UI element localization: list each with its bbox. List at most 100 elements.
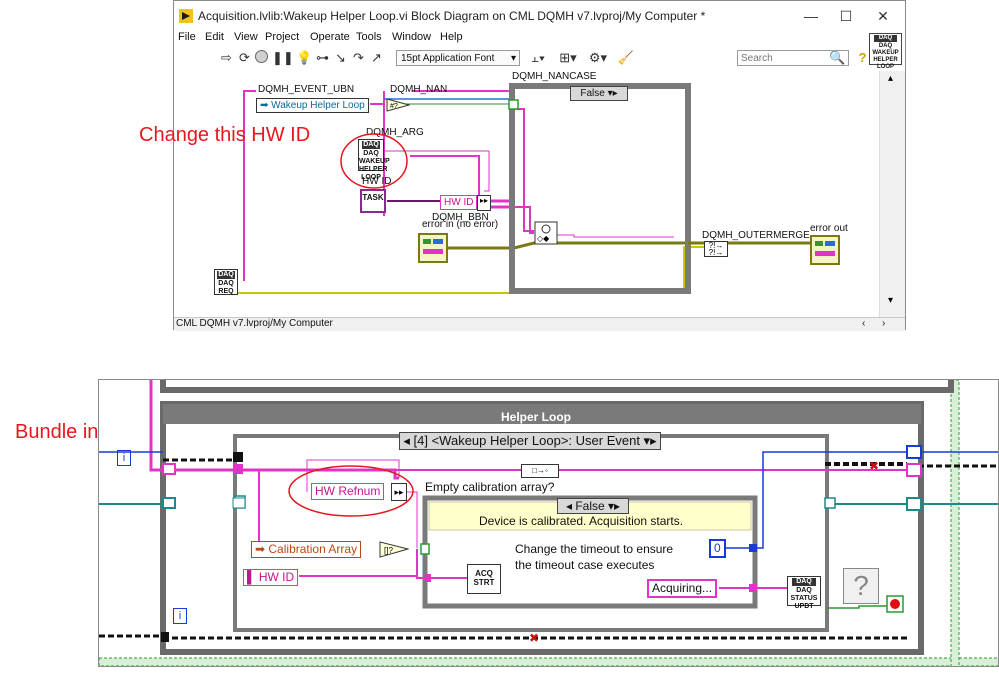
scroll-up-icon[interactable]: ▴ (888, 73, 894, 84)
empty-calibration-label: Empty calibration array? (425, 480, 555, 494)
highlight-execution-icon[interactable]: 💡 (296, 50, 313, 65)
nancase-selector-value: False (580, 88, 605, 99)
labview-app-icon (179, 9, 193, 23)
calibrated-comment: Device is calibrated. Acquisition starts… (479, 514, 684, 528)
event-ubn-constant[interactable]: ➡ Wakeup Helper Loop (256, 98, 369, 113)
svg-text:◇◆: ◇◆ (537, 234, 550, 243)
hwid-task-constant[interactable]: TASK (360, 189, 386, 213)
menu-tools[interactable]: Tools (356, 31, 382, 43)
menu-view[interactable]: View (234, 31, 258, 43)
hwid-label: HW ID (362, 176, 392, 187)
calibration-case-prev-icon: ◂ (565, 499, 576, 513)
help-icon[interactable]: ? (858, 50, 867, 65)
step-into-icon[interactable]: ↘ (335, 50, 346, 65)
run-arrow-icon[interactable]: ⇨ (221, 50, 232, 65)
event-ubn-label: DQMH_EVENT_UBN (258, 84, 355, 95)
helper-loop-graphics: ✖ ✖ (99, 380, 998, 666)
iteration-terminal[interactable]: i (173, 608, 187, 624)
error-in-cluster-icon[interactable] (418, 233, 448, 263)
annotation-change-hwid: Change this HW ID (139, 124, 311, 146)
nan-label: DQMH_NAN (390, 84, 448, 95)
title-bar[interactable]: Acquisition.lvlib:Wakeup Helper Loop.vi … (174, 1, 905, 31)
req-icon-daq-tag: DAQ (217, 271, 235, 279)
svg-text:✖: ✖ (529, 631, 539, 645)
helper-loop-diagram[interactable]: ✖ ✖ Helper Loop ◂ [4] <Wakeup Helper Loo… (98, 379, 999, 667)
run-continuously-icon[interactable]: ⟳ (239, 50, 250, 65)
dqmh-case-node-icon[interactable]: ◇◆ (534, 221, 558, 245)
vertical-scrollbar[interactable]: ▴ ▾ (879, 71, 905, 317)
step-over-icon[interactable]: ↷ (353, 50, 364, 65)
bundle-by-name-node[interactable]: ▸▸ (477, 195, 491, 211)
maximize-button[interactable]: ☐ (839, 8, 853, 24)
status-bar: CML DQMH v7.lvproj/My Computer ‹ › (174, 317, 905, 331)
align-objects-icon[interactable]: ⫠▾ (530, 50, 546, 65)
bundle-by-name-node-2[interactable]: ▸▸ (391, 483, 407, 501)
diagram-wires (214, 83, 810, 295)
question-mark-icon[interactable]: ? (843, 568, 879, 604)
retain-wire-values-icon[interactable]: ⊶ (316, 50, 329, 65)
svg-text:✖: ✖ (869, 459, 879, 473)
distribute-objects-icon[interactable]: ⊞▾ (559, 50, 577, 65)
calibration-case-selector[interactable]: ◂ False ▾▸ (557, 498, 629, 514)
event-ubn-value: Wakeup Helper Loop (271, 100, 365, 111)
cleanup-diagram-icon[interactable]: 🧹 (617, 50, 635, 65)
empty-array-check-icon[interactable]: []? (379, 541, 409, 558)
abort-icon[interactable] (254, 49, 271, 66)
block-diagram-canvas[interactable]: DQMH_EVENT_UBN ➡ Wakeup Helper Loop DQMH… (174, 71, 879, 317)
event-case-prev-icon: ◂ (403, 433, 414, 448)
scroll-left-icon[interactable]: ‹ (862, 318, 866, 329)
event-case-selector[interactable]: ◂ [4] <Wakeup Helper Loop>: User Event ▾… (399, 432, 661, 450)
error-out-cluster-icon[interactable] (810, 235, 840, 265)
calibration-array-label: Calibration Array (268, 542, 358, 556)
scroll-right-icon[interactable]: › (882, 318, 886, 329)
bbn-label: DQMH_BBN (432, 212, 489, 223)
hwid-bundle-constant[interactable]: HW ID (440, 195, 478, 210)
hw-id-icon: ▌ (247, 570, 259, 584)
arg-icon-label: DAQ WAKEUP HELPER LOOP (359, 150, 390, 181)
status-updt-label: DAQ STATUS UPDT (790, 587, 818, 610)
toolbar: ⇨ ⟳ ❚❚ 💡 ⊶ ↘ ↷ ↗ 15pt Application Font▾ … (174, 47, 905, 69)
close-button[interactable]: ✕ (877, 8, 889, 24)
menu-file[interactable]: File (178, 31, 196, 43)
acq-strt-subvi[interactable]: ACQ STRT (467, 564, 501, 594)
calibration-case-selector-value: False (575, 499, 605, 513)
nancase-selector[interactable]: False ▾▸ (570, 86, 628, 101)
menu-project[interactable]: Project (265, 31, 300, 43)
nancase-structure[interactable] (509, 83, 691, 294)
error-in-wire (446, 241, 704, 250)
event-data-node[interactable]: □→◦ (521, 464, 559, 478)
svg-text:[]?: []? (384, 546, 393, 555)
nancase-label: DQMH_NANCASE (512, 71, 597, 82)
menu-help[interactable]: Help (440, 31, 463, 43)
search-input[interactable]: Search (737, 50, 849, 66)
search-icon[interactable]: 🔍 (829, 50, 846, 65)
menu-operate[interactable]: Operate (310, 31, 350, 43)
outer-iteration-terminal[interactable]: i (117, 450, 131, 466)
status-bar-text: CML DQMH v7.lvproj/My Computer (176, 318, 333, 329)
event-case-next-icon: ▾▸ (639, 433, 657, 448)
menu-window[interactable]: Window (392, 31, 432, 43)
nan-compare-icon[interactable]: #? (386, 98, 410, 112)
svg-text:#?: #? (390, 103, 398, 110)
minimize-button[interactable]: — (804, 8, 818, 24)
acquiring-string-constant[interactable]: Acquiring... (647, 579, 718, 598)
scroll-down-icon[interactable]: ▾ (888, 295, 894, 306)
vi-icon-label: DAQ WAKEUP HELPER LOOP (872, 43, 899, 70)
calibration-array-element[interactable]: ➡ Calibration Array (251, 541, 362, 558)
timeout-constant[interactable]: 0 (709, 539, 726, 558)
pause-icon[interactable]: ❚❚ (272, 50, 294, 65)
highlight-circle (340, 133, 408, 189)
step-out-icon[interactable]: ↗ (371, 50, 382, 65)
outermerge-node[interactable]: ?!→?!→ (704, 241, 728, 257)
hw-refnum-element[interactable]: HW Refnum (311, 483, 385, 500)
hw-id-element[interactable]: ▌ HW ID (243, 569, 299, 586)
font-select[interactable]: 15pt Application Font▾ (396, 50, 520, 66)
helper-loop-title: Helper Loop (501, 410, 572, 424)
hw-id-label: HW ID (258, 570, 295, 584)
reorder-icon[interactable]: ⚙▾ (588, 50, 608, 65)
menu-edit[interactable]: Edit (205, 31, 224, 43)
